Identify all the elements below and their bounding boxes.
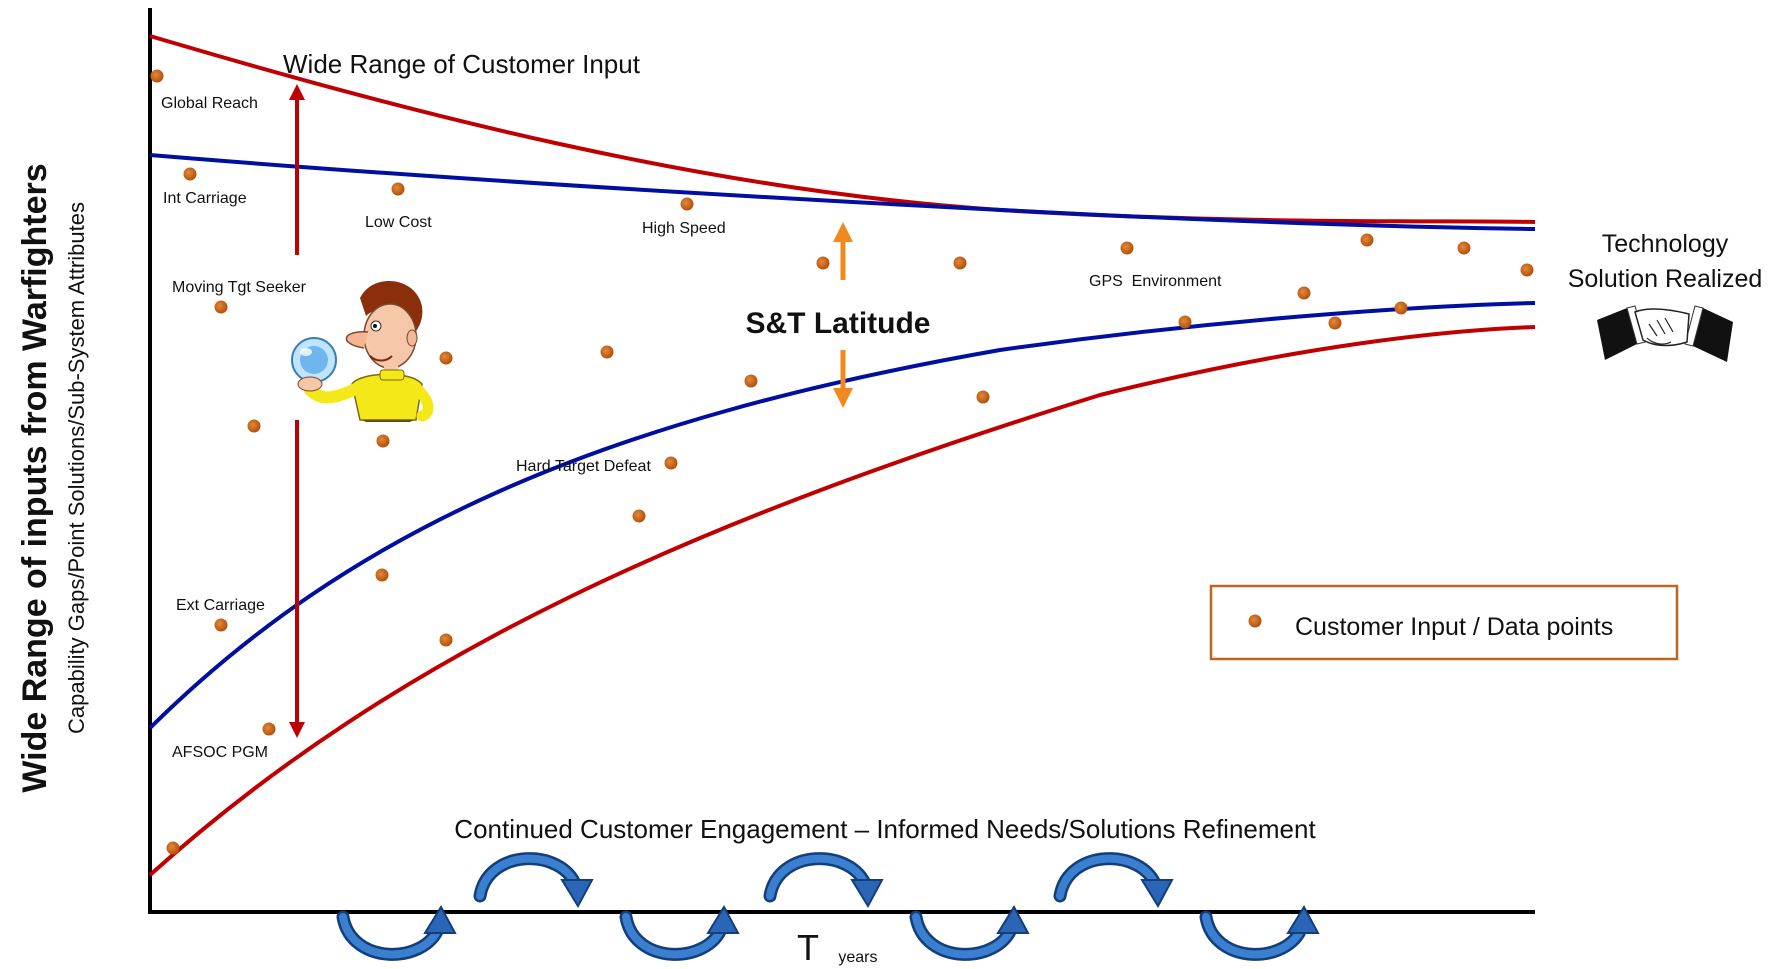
data-point	[1328, 316, 1342, 330]
y-axis-subtitle: Capability Gaps/Point Solutions/Sub-Syst…	[64, 202, 89, 734]
legend-label: Customer Input / Data points	[1295, 613, 1613, 641]
person-with-crystal-ball-icon	[291, 280, 434, 422]
legend: Customer Input / Data points	[1209, 584, 1679, 661]
data-point	[953, 256, 967, 270]
label-gps-environment: GPS Environment	[1089, 273, 1222, 290]
data-point	[1360, 233, 1374, 247]
x-axis-label: T years	[797, 927, 877, 968]
label-hard-target-defeat: Hard Target Defeat	[516, 458, 651, 475]
label-global-reach: Global Reach	[161, 95, 258, 112]
data-point	[632, 509, 646, 523]
cycle-arrow-icon	[1060, 859, 1172, 906]
data-point	[376, 434, 390, 448]
label-int-carriage: Int Carriage	[163, 190, 247, 207]
data-point	[976, 390, 990, 404]
data-point	[1297, 286, 1311, 300]
st-latitude-label: S&T Latitude	[746, 307, 931, 340]
data-point	[375, 568, 389, 582]
cycle-arrow-icon	[916, 907, 1028, 954]
label-moving-tgt-seeker: Moving Tgt Seeker	[172, 279, 307, 296]
data-points	[150, 69, 1534, 855]
data-point	[744, 374, 758, 388]
data-point	[1394, 301, 1408, 315]
data-point	[391, 182, 405, 196]
data-point	[150, 69, 164, 83]
solution-text-line1: Technology	[1602, 230, 1729, 258]
legend-dot	[1248, 614, 1262, 628]
handshake-icon	[1597, 305, 1733, 362]
data-point	[1520, 263, 1534, 277]
data-point	[600, 345, 614, 359]
data-point	[664, 456, 678, 470]
data-point	[214, 300, 228, 314]
solution-text-line2: Solution Realized	[1568, 265, 1763, 293]
x-axis-label-main: T	[797, 927, 819, 968]
data-point	[183, 167, 197, 181]
cycle-arrow-icon	[480, 859, 592, 906]
data-point	[247, 419, 261, 433]
data-point	[1120, 241, 1134, 255]
label-high-speed: High Speed	[642, 220, 726, 237]
data-point	[214, 618, 228, 632]
data-point	[439, 633, 453, 647]
cycle-arrow-icon	[770, 859, 882, 906]
data-point	[680, 197, 694, 211]
label-low-cost: Low Cost	[365, 214, 432, 231]
data-point	[1178, 315, 1192, 329]
label-afsoc-pgm: AFSOC PGM	[172, 744, 268, 761]
cycle-arrow-icon	[626, 907, 738, 954]
data-point	[262, 722, 276, 736]
cycle-arrows	[343, 859, 1318, 955]
data-point	[1457, 241, 1471, 255]
cycle-arrow-icon	[343, 907, 455, 954]
engagement-label: Continued Customer Engagement – Informed…	[454, 814, 1316, 844]
data-point	[166, 841, 180, 855]
label-ext-carriage: Ext Carriage	[176, 597, 265, 614]
wide-range-title: Wide Range of Customer Input	[283, 49, 641, 79]
data-point	[816, 256, 830, 270]
inner-upper-curve	[149, 153, 1536, 231]
x-axis-label-sub: years	[838, 949, 877, 966]
outer-lower-curve	[148, 325, 1536, 877]
legend-box	[1209, 584, 1679, 661]
data-point	[439, 351, 453, 365]
y-axis-title: Wide Range of inputs from Warfighters	[16, 163, 54, 792]
cycle-arrow-icon	[1206, 907, 1318, 954]
